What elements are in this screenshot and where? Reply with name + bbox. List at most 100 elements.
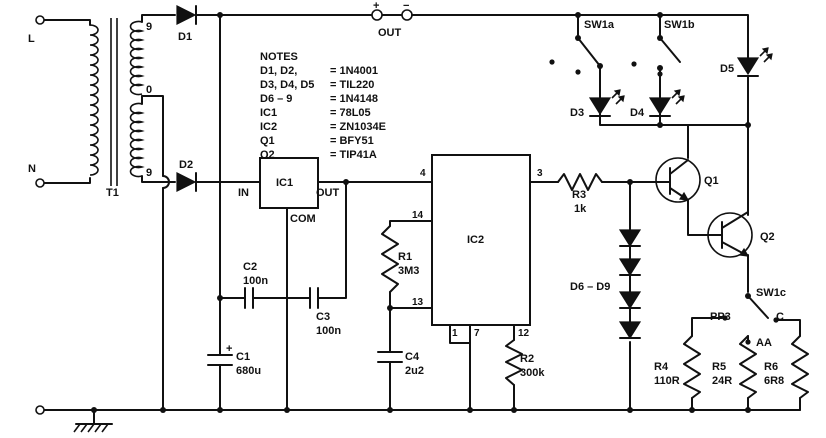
led-d4: D4: [630, 89, 685, 119]
label-pp3: PP3: [710, 311, 731, 323]
resistor-r2: R2 300k: [505, 339, 545, 386]
label-r3-value: 1k: [574, 203, 587, 215]
capacitor-c3: C3 100n: [309, 287, 341, 337]
output-terminals: + − OUT: [371, 0, 421, 39]
label-aa: AA: [756, 337, 772, 349]
input-terminals: L N: [28, 15, 45, 415]
junction-dots: [91, 12, 751, 413]
label-sw1b: SW1b: [664, 19, 695, 31]
label-tap-top: 9: [146, 21, 152, 33]
label-pin4: 4: [420, 168, 426, 179]
label-pin1: 1: [452, 328, 458, 339]
notes-row-value: = TIP41A: [330, 149, 377, 161]
notes-block: NOTES D1, D2, = 1N4001 D3, D4, D5 = TIL2…: [260, 51, 386, 161]
ic1-regulator: IC1 IN OUT COM: [238, 157, 340, 225]
label-r2: R2: [520, 353, 534, 365]
label-c4: C4: [405, 351, 420, 363]
resistor-r5: R5 24R: [712, 335, 757, 399]
label-d2: D2: [179, 159, 193, 171]
label-pin12: 12: [518, 328, 530, 339]
label-r2-value: 300k: [520, 367, 545, 379]
label-r1-value: 3M3: [398, 265, 419, 277]
transformer-t1: T1 9 0 9: [89, 18, 152, 199]
label-pin14: 14: [412, 210, 424, 221]
resistor-r6: R6 6R8: [764, 335, 809, 399]
diode-d1: D1: [176, 5, 197, 43]
switch-sw1c: SW1c PP3 C AA: [710, 287, 786, 349]
label-pin7: 7: [474, 328, 480, 339]
label-out: OUT: [378, 27, 402, 39]
label-c: C: [776, 311, 784, 323]
notes-row-value: = TIL220: [330, 79, 374, 91]
label-r6: R6: [764, 361, 778, 373]
label-c3-value: 100n: [316, 325, 341, 337]
label-c1-value: 680u: [236, 365, 261, 377]
label-sw1c: SW1c: [756, 287, 786, 299]
terminal-l: [35, 15, 45, 25]
transistor-q1: Q1: [655, 157, 719, 203]
label-c1: C1: [236, 351, 250, 363]
notes-title: NOTES: [260, 51, 298, 63]
label-c3: C3: [316, 311, 330, 323]
label-l: L: [28, 33, 35, 45]
terminal-earth: [35, 405, 45, 415]
label-r3: R3: [572, 189, 586, 201]
label-n: N: [28, 163, 36, 175]
notes-row-value: = ZN1034E: [330, 121, 386, 133]
label-d5: D5: [720, 63, 734, 75]
label-c2-value: 100n: [243, 275, 268, 287]
label-ic2: IC2: [467, 234, 484, 246]
resistor-r1: R1 3M3: [381, 225, 419, 293]
label-r5: R5: [712, 361, 726, 373]
led-d3: D3: [570, 89, 625, 119]
earth-symbol: [73, 409, 113, 433]
capacitor-c2: C2 100n: [243, 261, 268, 309]
transistor-q2: Q2: [707, 169, 775, 258]
label-r1: R1: [398, 251, 412, 263]
label-out-minus: −: [403, 0, 409, 12]
label-d3: D3: [570, 107, 584, 119]
label-t1: T1: [106, 187, 119, 199]
label-c4-value: 2u2: [405, 365, 424, 377]
label-r4: R4: [654, 361, 669, 373]
label-r4-value: 110R: [654, 375, 680, 387]
label-c1-plus: +: [226, 343, 232, 355]
notes-row-part: D1, D2,: [260, 65, 297, 77]
switch-sw1b: SW1b: [631, 19, 695, 77]
label-tap-mid: 0: [146, 84, 152, 96]
label-r5-value: 24R: [712, 375, 732, 387]
notes-row-part: IC1: [260, 107, 277, 119]
resistor-r4: R4 110R: [654, 335, 701, 399]
led-d5: D5: [720, 47, 773, 85]
notes-row-value: = 78L05: [330, 107, 371, 119]
terminal-n: [35, 178, 45, 188]
label-out-plus: +: [373, 0, 379, 12]
notes-row-part: D3, D4, D5: [260, 79, 314, 91]
label-q2: Q2: [760, 231, 775, 243]
label-ic1-in: IN: [238, 187, 249, 199]
label-d1: D1: [178, 31, 192, 43]
label-ic1-com: COM: [290, 213, 316, 225]
diode-d2: D2: [176, 159, 197, 192]
label-sw1a: SW1a: [584, 19, 615, 31]
ic2-timer: IC2 4 3 14 13 1 7 12: [412, 154, 543, 339]
label-ic1: IC1: [276, 177, 293, 189]
label-ic1-out: OUT: [316, 187, 340, 199]
resistor-r3: R3 1k: [557, 173, 603, 215]
notes-row-value: = 1N4001: [330, 65, 378, 77]
notes-row-part: D6 – 9: [260, 93, 292, 105]
label-tap-bot: 9: [146, 167, 152, 179]
switch-sw1a: SW1a: [549, 19, 615, 75]
wires: [42, 14, 801, 411]
capacitor-c1: + C1 680u: [207, 343, 261, 377]
label-pin13: 13: [412, 297, 424, 308]
notes-row-value: = 1N4148: [330, 93, 378, 105]
diode-string-d6-d9: D6 – D9: [570, 224, 642, 340]
notes-row-part: IC2: [260, 121, 277, 133]
label-q1: Q1: [704, 175, 719, 187]
label-c2: C2: [243, 261, 257, 273]
notes-row-part: Q1: [260, 135, 275, 147]
label-pin3: 3: [537, 168, 543, 179]
